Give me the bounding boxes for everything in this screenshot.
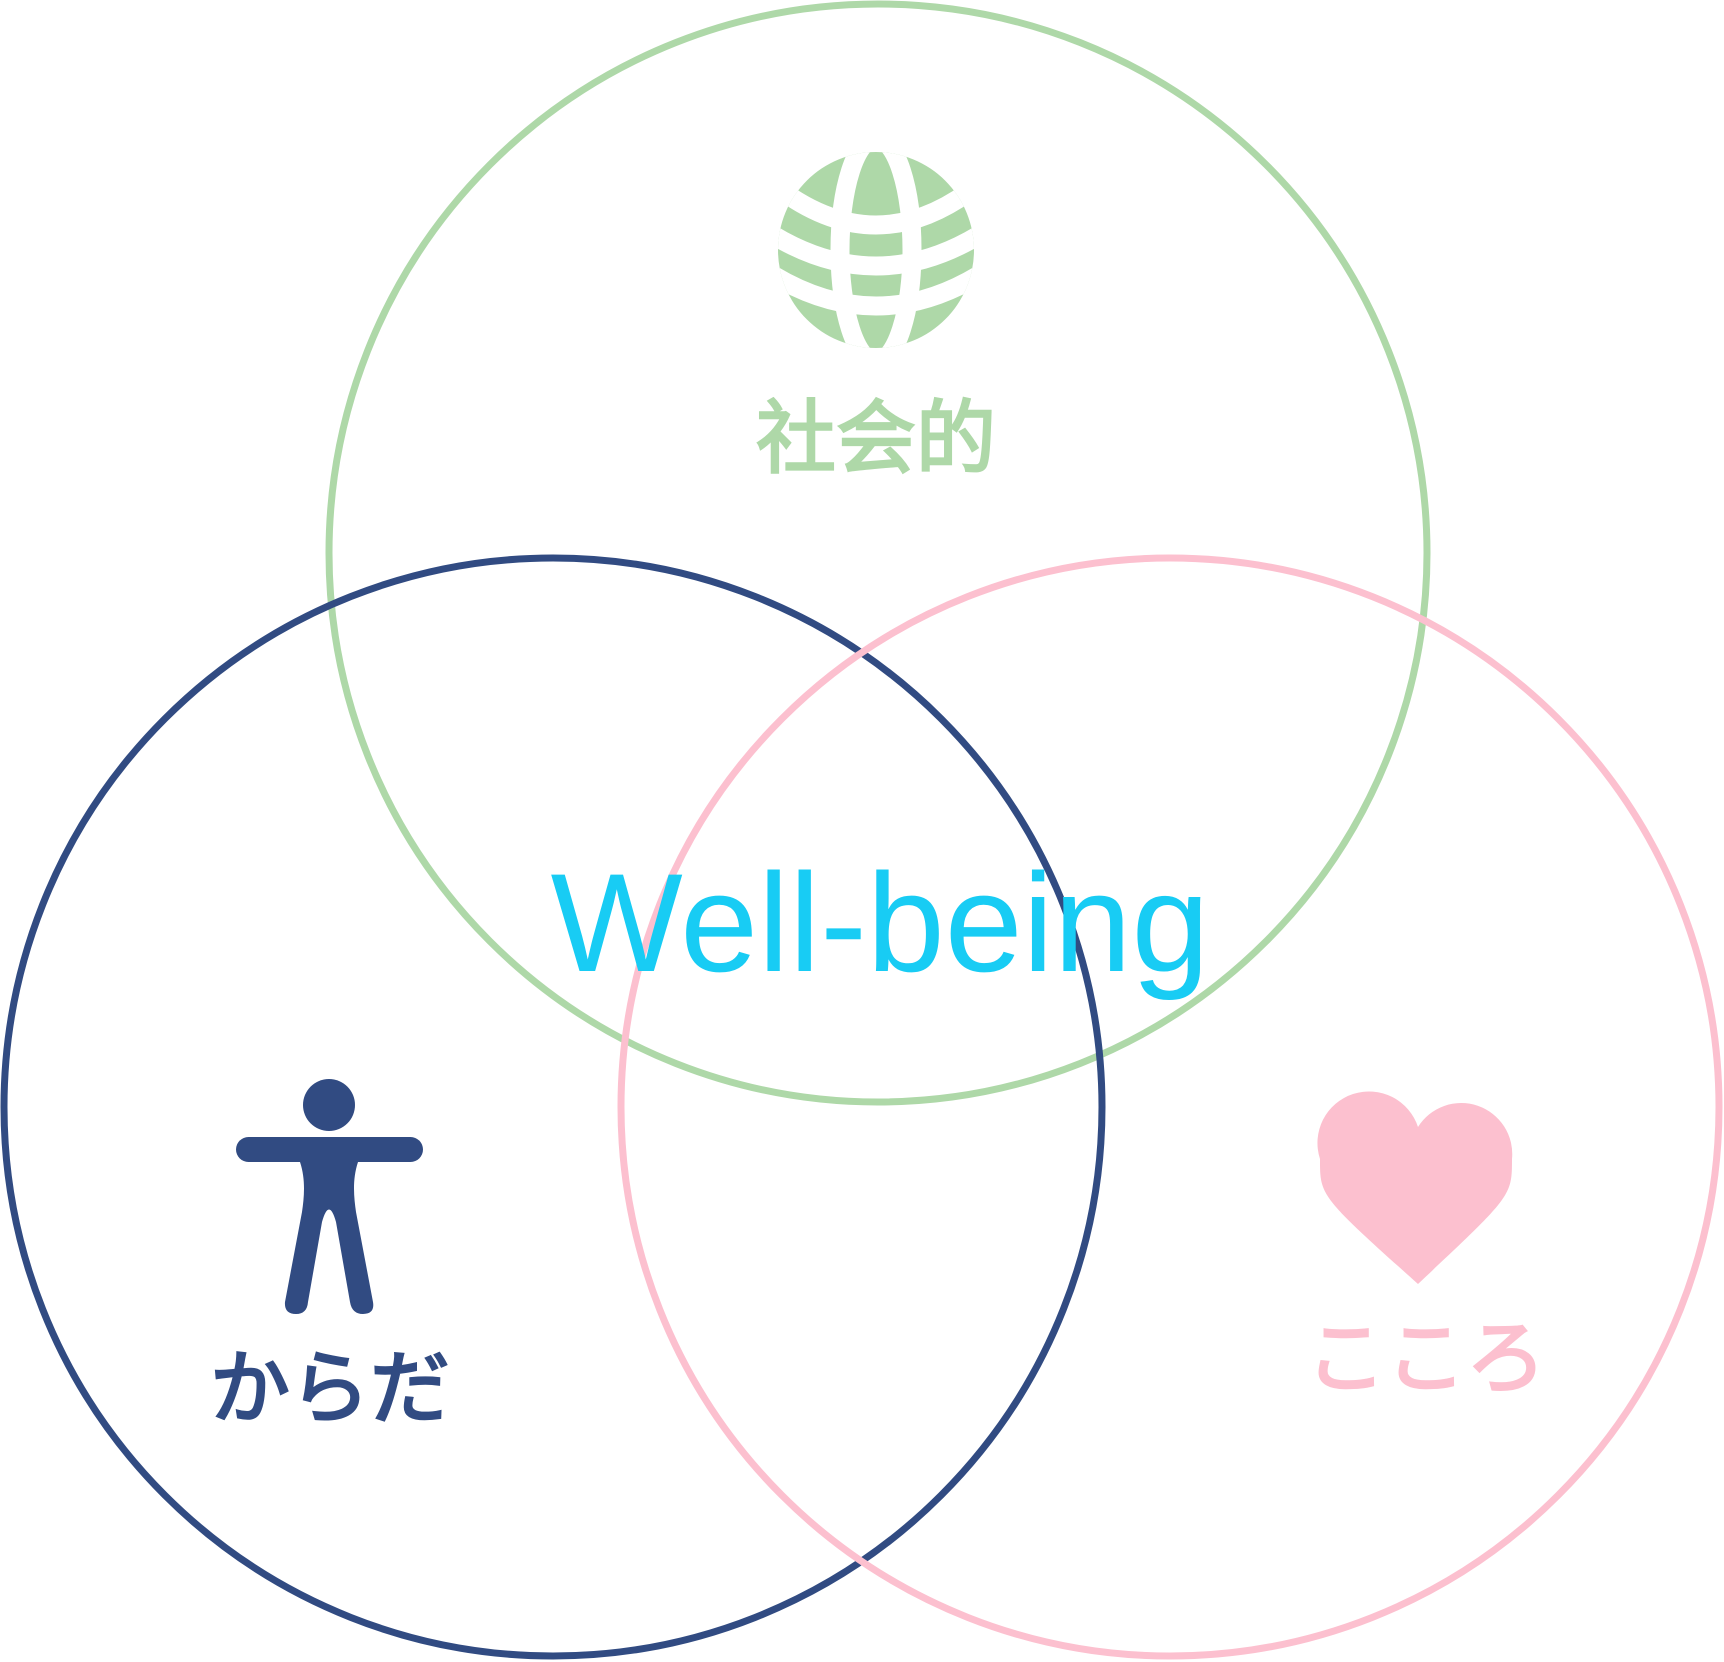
- person-figure-icon: [236, 1079, 423, 1314]
- body-label: からだ: [210, 1342, 450, 1435]
- social-label: 社会的: [756, 392, 996, 485]
- mind-circle: [617, 554, 1723, 1660]
- heart-icon: [1317, 1091, 1513, 1284]
- mind-label: こころ: [1306, 1312, 1546, 1405]
- body-circle: [0, 554, 1106, 1660]
- center-title: Well-being: [551, 844, 1210, 1001]
- globe-icon: [778, 152, 974, 348]
- social-circle: [325, 0, 1431, 1106]
